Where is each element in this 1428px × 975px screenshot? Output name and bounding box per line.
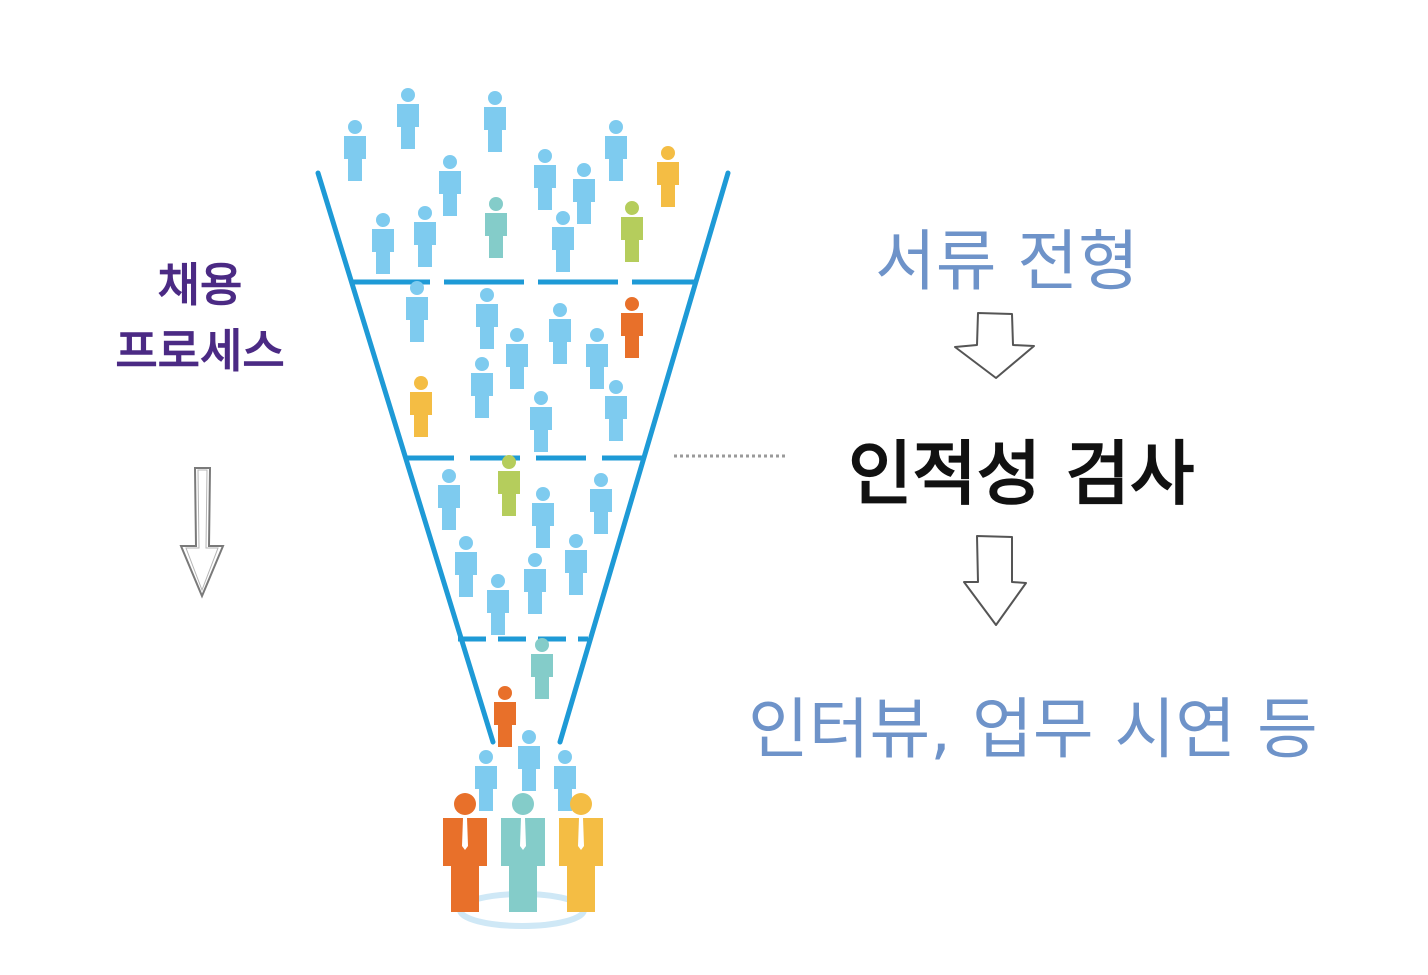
process-title: 채용 프로세스 <box>100 252 300 384</box>
person-icon <box>494 686 516 747</box>
person-icon <box>476 288 498 349</box>
person-icon <box>605 380 627 441</box>
person-icon <box>530 391 552 452</box>
candidate-icons <box>344 88 679 811</box>
person-icon <box>439 155 461 216</box>
person-icon <box>438 469 460 530</box>
person-icon <box>621 297 643 358</box>
person-icon <box>532 487 554 548</box>
person-icon <box>590 473 612 534</box>
person-icon <box>475 750 497 811</box>
down-arrow-icon <box>954 312 1035 379</box>
stage-label-interview: 인터뷰, 업무 시연 등 <box>748 691 1318 768</box>
person-icon <box>657 146 679 207</box>
person-icon <box>565 534 587 595</box>
person-icon <box>471 357 493 418</box>
person-icon <box>455 536 477 597</box>
person-icon <box>621 201 643 262</box>
person-icon <box>506 328 528 389</box>
funnel-right-wall <box>557 170 731 745</box>
person-icon <box>573 163 595 224</box>
down-arrow-icon <box>179 467 225 599</box>
person-icon <box>524 553 546 614</box>
person-icon <box>552 211 574 272</box>
person-icon <box>414 206 436 267</box>
person-icon <box>372 213 394 274</box>
stage-label-document-screening: 서류 전형 <box>875 223 1139 300</box>
stage-label-aptitude-test: 인적성 검사 <box>848 433 1195 515</box>
selected-candidates <box>443 793 603 912</box>
person-icon <box>549 303 571 364</box>
person-icon <box>406 281 428 342</box>
person-icon <box>534 149 556 210</box>
person-icon <box>498 455 520 516</box>
person-icon <box>586 328 608 389</box>
person-icon <box>605 120 627 181</box>
person-icon <box>487 574 509 635</box>
person-icon <box>485 197 507 258</box>
person-icon <box>344 120 366 181</box>
person-icon <box>410 376 432 437</box>
down-arrow-icon <box>963 535 1027 626</box>
person-icon <box>397 88 419 149</box>
process-title-line1: 채용 <box>157 258 243 312</box>
person-icon <box>518 730 540 791</box>
person-icon <box>531 638 553 699</box>
person-icon <box>484 91 506 152</box>
process-title-line2: 프로세스 <box>115 324 285 378</box>
